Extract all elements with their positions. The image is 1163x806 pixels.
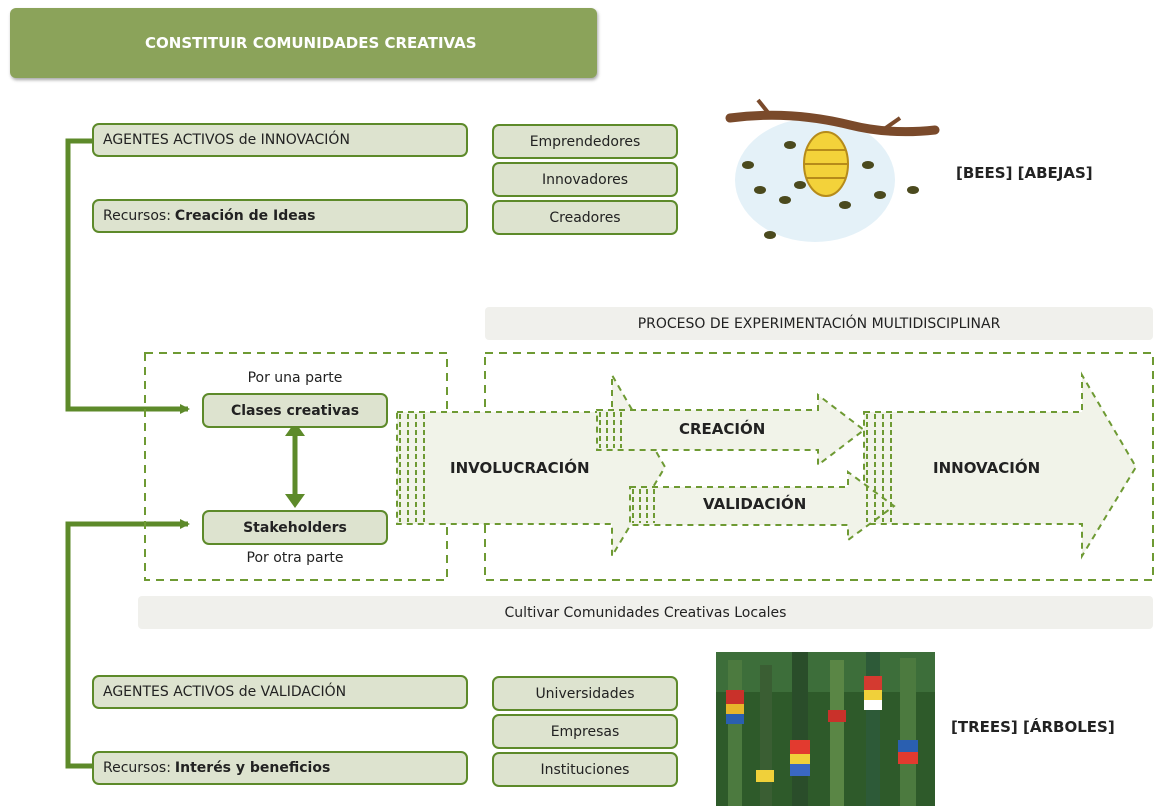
validation-type-2: Empresas (492, 714, 678, 749)
innovation-type-3: Creadores (492, 200, 678, 235)
validation-arrow (629, 470, 896, 542)
connector-innovation (65, 138, 190, 414)
innovation-agents-label: AGENTES ACTIVOS de INNOVACIÓN (103, 132, 350, 148)
involvement-tail-stripes (399, 414, 425, 522)
bottom-caption: Por otra parte (246, 550, 344, 566)
node-creative-classes: Clases creativas (202, 393, 388, 428)
innovation-agents-box: AGENTES ACTIVOS de INNOVACIÓN (92, 123, 468, 157)
bees-label: [BEES] [ABEJAS] (956, 164, 1093, 182)
node-stakeholders: Stakeholders (202, 510, 388, 545)
trees-illustration (716, 652, 935, 806)
process-title: PROCESO DE EXPERIMENTACIÓN MULTIDISCIPLI… (637, 315, 1001, 332)
involvement-label: INVOLUCRACIÓN (450, 459, 590, 477)
process-title-band: PROCESO DE EXPERIMENTACIÓN MULTIDISCIPLI… (485, 307, 1153, 340)
node-stakeholders-label: Stakeholders (243, 519, 347, 536)
innovation-type-label: Innovadores (541, 171, 629, 188)
innovation-arrow (863, 371, 1138, 560)
local-communities-label: Cultivar Comunidades Creativas Locales (504, 604, 787, 621)
double-arrow-head-down (285, 494, 305, 508)
node-creative-classes-label: Clases creativas (230, 402, 360, 419)
top-caption: Por una parte (247, 370, 343, 386)
connector-validation (65, 519, 190, 769)
innovation-type-label: Emprendedores (529, 133, 641, 150)
validation-agents-label: AGENTES ACTIVOS de VALIDACIÓN (103, 684, 347, 700)
validation-resources-value: Interés y beneficios (174, 760, 331, 776)
double-arrow-head-up (285, 422, 305, 436)
validation-type-label: Instituciones (540, 761, 630, 778)
validation-resources-box: Recursos: Interés y beneficios (92, 751, 468, 785)
creation-label: CREACIÓN (679, 420, 766, 438)
innovation-resources-box: Recursos: Creación de Ideas (92, 199, 468, 233)
innovation-tail-stripes (866, 414, 892, 522)
creation-arrow (596, 392, 866, 468)
innovation-resources-prefix: Recursos: (103, 208, 171, 224)
innovation-label: INNOVACIÓN (933, 459, 1041, 477)
left-dashed-frame (144, 352, 448, 581)
trees-label: [TREES] [ÁRBOLES] (951, 718, 1115, 736)
validation-type-label: Universidades (535, 685, 635, 702)
innovation-type-label: Creadores (549, 209, 621, 226)
validation-resources-prefix: Recursos: (103, 760, 171, 776)
page-title-banner: CONSTITUIR COMUNIDADES CREATIVAS (10, 8, 597, 78)
validation-agents-box: AGENTES ACTIVOS de VALIDACIÓN (92, 675, 468, 709)
creation-tail-stripes (599, 412, 622, 448)
innovation-type-1: Emprendedores (492, 124, 678, 159)
bees-illustration (716, 96, 940, 262)
page-title: CONSTITUIR COMUNIDADES CREATIVAS (145, 34, 477, 52)
validation-type-3: Instituciones (492, 752, 678, 787)
validation-label: VALIDACIÓN (703, 495, 807, 513)
validation-tail-stripes (632, 489, 655, 523)
local-communities-band: Cultivar Comunidades Creativas Locales (138, 596, 1153, 629)
innovation-resources-value: Creación de Ideas (174, 208, 316, 224)
validation-type-1: Universidades (492, 676, 678, 711)
validation-type-label: Empresas (550, 723, 620, 740)
innovation-type-2: Innovadores (492, 162, 678, 197)
